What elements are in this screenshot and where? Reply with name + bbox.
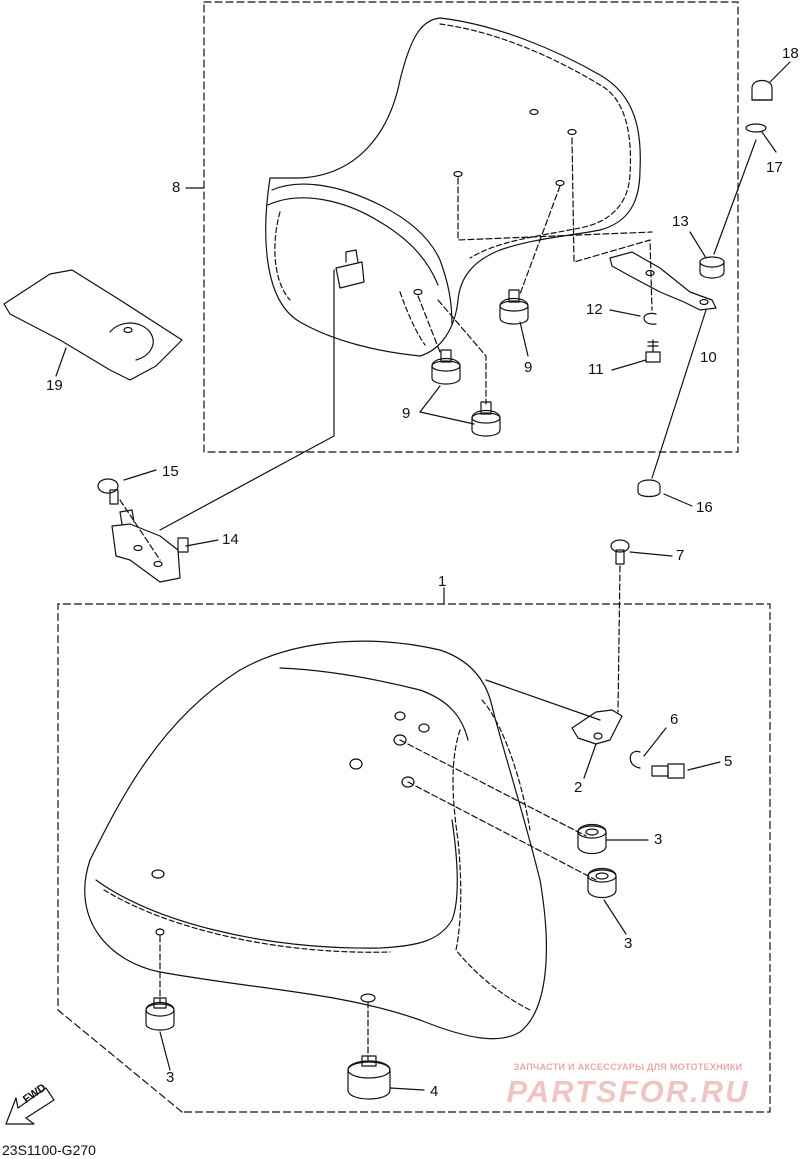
rubber-damper-9c [471, 401, 501, 437]
rubber-damper-3b [587, 867, 617, 899]
bolt-15 [97, 478, 119, 505]
bolt-5 [651, 763, 685, 779]
callout-4: 4 [430, 1083, 439, 1100]
rider-seat-group [57, 539, 771, 1113]
circlip-12 [643, 312, 657, 325]
callout-14: 14 [222, 531, 239, 548]
diagram-code: 23S1100-G270 [2, 1142, 96, 1158]
callout-8: 8 [172, 179, 181, 196]
seat-hook-bracket-2 [571, 709, 623, 745]
collar-16 [637, 479, 661, 498]
rubber-damper-4 [347, 1055, 391, 1100]
callout-5: 5 [724, 753, 733, 770]
watermark: ЗАПЧАСТИ И АКСЕССУАРЫ ДЛЯ МОТОТЕХНИКИ PA… [478, 1062, 778, 1110]
grommet-13 [699, 256, 725, 279]
forward-arrow-icon [5, 1087, 55, 1125]
passenger-seat [265, 17, 641, 357]
passenger-seat-boundary [203, 1, 739, 453]
rider-seat-boundary [57, 603, 771, 1113]
passenger-seat-group [185, 1, 791, 507]
callout-17: 17 [766, 159, 783, 176]
callout-11: 11 [588, 361, 604, 378]
callout-12: 12 [586, 301, 603, 318]
callout-7: 7 [676, 547, 685, 564]
watermark-brand: PARTSFOR.RU [506, 1074, 750, 1109]
cap-nut-18 [751, 79, 773, 101]
callout-18: 18 [782, 45, 799, 62]
rider-seat [84, 640, 547, 1040]
bolt-11 [645, 339, 661, 363]
callout-2: 2 [574, 779, 583, 796]
watermark-tagline: ЗАПЧАСТИ И АКСЕССУАРЫ ДЛЯ МОТОТЕХНИКИ [513, 1062, 743, 1072]
circlip-6 [629, 750, 641, 769]
callout-6: 6 [670, 711, 679, 728]
seat-cover-19 [3, 269, 183, 381]
seat-bracket [609, 251, 717, 311]
callout-10: 10 [700, 349, 717, 366]
callout-3a: 3 [654, 831, 663, 848]
rubber-damper-3a [577, 823, 607, 855]
rubber-damper-3c [145, 997, 175, 1031]
callout-1: 1 [438, 573, 447, 590]
bracket-14 [111, 509, 219, 583]
callout-16: 16 [696, 499, 713, 516]
washer-17 [745, 123, 767, 133]
callout-9a: 9 [524, 359, 533, 376]
rubber-damper-9a [499, 289, 529, 325]
callout-3b: 3 [624, 935, 633, 952]
callout-15: 15 [162, 463, 179, 480]
rubber-damper-9b [431, 349, 461, 385]
callout-9b: 9 [402, 405, 411, 422]
callout-13: 13 [672, 213, 689, 230]
screw-7 [610, 539, 630, 565]
callout-19: 19 [46, 377, 63, 394]
callout-3c: 3 [166, 1069, 175, 1086]
